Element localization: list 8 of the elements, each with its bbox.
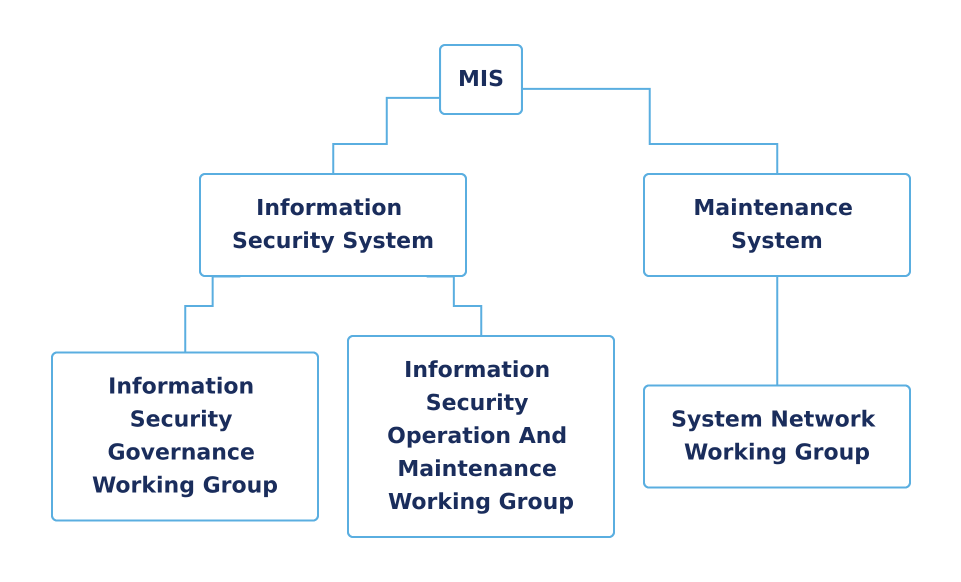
connector — [332, 96, 440, 176]
connector — [522, 88, 778, 176]
node-text: Information Security System — [231, 196, 434, 254]
node-text: Information Security Operation And Maintenance Working Group — [386, 358, 574, 515]
node-text: Information Security Governance Working Group — [91, 374, 278, 498]
connector — [776, 276, 778, 387]
node-text: Maintenance System — [692, 196, 852, 254]
node-text: System Network Working Group — [670, 408, 875, 466]
